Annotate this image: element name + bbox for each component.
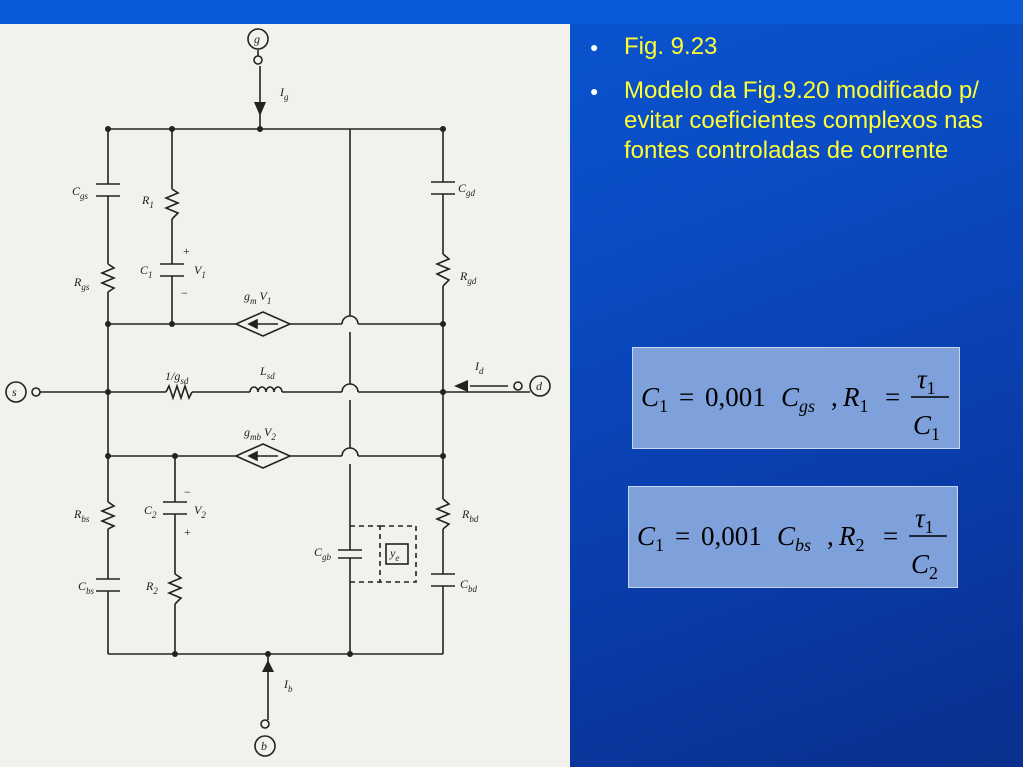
- label-rgd: Rgd: [459, 269, 477, 286]
- svg-text:C2: C2: [911, 549, 938, 583]
- label-c1-minus: −: [181, 286, 188, 300]
- controlled-source-gmbv2: [234, 443, 292, 469]
- label-rbs: Rbs: [73, 507, 90, 524]
- resistor-r1: [163, 188, 181, 220]
- current-arrows: [254, 102, 508, 672]
- label-c1-plus: +: [183, 244, 190, 258]
- label-gsd: 1/gsd: [165, 369, 189, 386]
- svg-text:C1: C1: [637, 521, 664, 555]
- svg-text:=: =: [679, 382, 694, 412]
- capacitor-cgb: [338, 549, 362, 559]
- svg-text:R1: R1: [842, 382, 869, 416]
- label-c2: C2: [144, 503, 157, 520]
- circuit-diagram: g s d b Ig Id Ib Cgs R1 Cgd + C1 V1 − Rg…: [0, 24, 570, 767]
- capacitor-cgs: [96, 183, 120, 197]
- capacitor-c1: [160, 263, 184, 277]
- label-r2: R2: [145, 579, 158, 596]
- label-c2-minus: −: [184, 485, 191, 499]
- resistor-rbd: [434, 498, 452, 530]
- inductor-lsd: [249, 386, 283, 393]
- svg-text:0,001: 0,001: [705, 382, 766, 412]
- bullet-icon: ●: [590, 83, 599, 99]
- svg-text:=: =: [675, 521, 690, 551]
- label-cgb: Cgb: [314, 545, 332, 562]
- label-cgd: Cgd: [458, 181, 476, 198]
- capacitor-cbd: [431, 573, 455, 587]
- admittance-ye-box: [385, 543, 409, 565]
- terminal-b: [254, 719, 276, 757]
- slide-top-band: [0, 0, 1023, 24]
- label-c2-plus: +: [184, 525, 191, 539]
- label-terminal-b: b: [261, 739, 267, 753]
- label-v1: V1: [194, 263, 206, 280]
- bullet-list: ●Fig. 9.23 ●Modelo da Fig.9.20 modificad…: [588, 32, 1008, 180]
- capacitor-c2: [163, 501, 187, 515]
- label-cbs: Cbs: [78, 579, 95, 596]
- equation-box-2: C1 = 0,001 Cbs , R2 = τ1 C2: [628, 486, 958, 588]
- svg-text:=: =: [885, 382, 900, 412]
- label-id: Id: [474, 359, 484, 376]
- label-ig: Ig: [279, 85, 289, 102]
- terminal-d: [513, 375, 551, 397]
- bullet-item-fig: ●Fig. 9.23: [590, 33, 718, 60]
- svg-text:0,001: 0,001: [701, 521, 762, 551]
- label-terminal-g: g: [254, 32, 260, 46]
- svg-text:Cbs: Cbs: [777, 521, 811, 555]
- capacitor-cbs: [96, 578, 120, 592]
- resistor-rbs: [99, 501, 117, 530]
- label-rbd: Rbd: [461, 507, 479, 524]
- label-ye: ye: [389, 546, 399, 563]
- resistor-r2: [166, 573, 184, 605]
- resistor-gsd: [165, 383, 193, 401]
- label-terminal-s: s: [12, 385, 17, 399]
- svg-text:C1: C1: [641, 382, 668, 416]
- label-ib: Ib: [283, 677, 293, 694]
- label-cbd: Cbd: [460, 577, 478, 594]
- label-cgs: Cgs: [72, 184, 89, 201]
- bullet-icon: ●: [590, 39, 599, 55]
- equation-box-1: C1 = 0,001 Cgs , R1 = τ1 C1: [632, 347, 960, 449]
- svg-text:,: ,: [827, 521, 834, 551]
- wires: [40, 66, 530, 720]
- terminal-g: [247, 28, 269, 65]
- terminal-s: [5, 381, 41, 403]
- svg-text:Cgs: Cgs: [781, 382, 815, 416]
- capacitor-cgd: [431, 181, 455, 195]
- svg-text:R2: R2: [838, 521, 865, 555]
- resistor-rgd: [434, 253, 452, 287]
- label-terminal-d: d: [536, 379, 543, 393]
- bullet-item-description: ●Modelo da Fig.9.20 modificado p/ evitar…: [590, 77, 983, 164]
- junction-dots: [105, 126, 446, 657]
- svg-text:C1: C1: [913, 410, 940, 444]
- controlled-source-gmv1: [234, 311, 292, 337]
- svg-text:τ1: τ1: [917, 364, 936, 398]
- label-v2: V2: [194, 503, 206, 520]
- label-c1: C1: [140, 263, 153, 280]
- svg-text:,: ,: [831, 382, 838, 412]
- label-r1: R1: [141, 193, 154, 210]
- svg-text:=: =: [883, 521, 898, 551]
- resistor-rgs: [99, 263, 117, 293]
- svg-text:τ1: τ1: [915, 503, 934, 537]
- label-rgs: Rgs: [73, 275, 90, 292]
- label-lsd: Lsd: [259, 364, 275, 381]
